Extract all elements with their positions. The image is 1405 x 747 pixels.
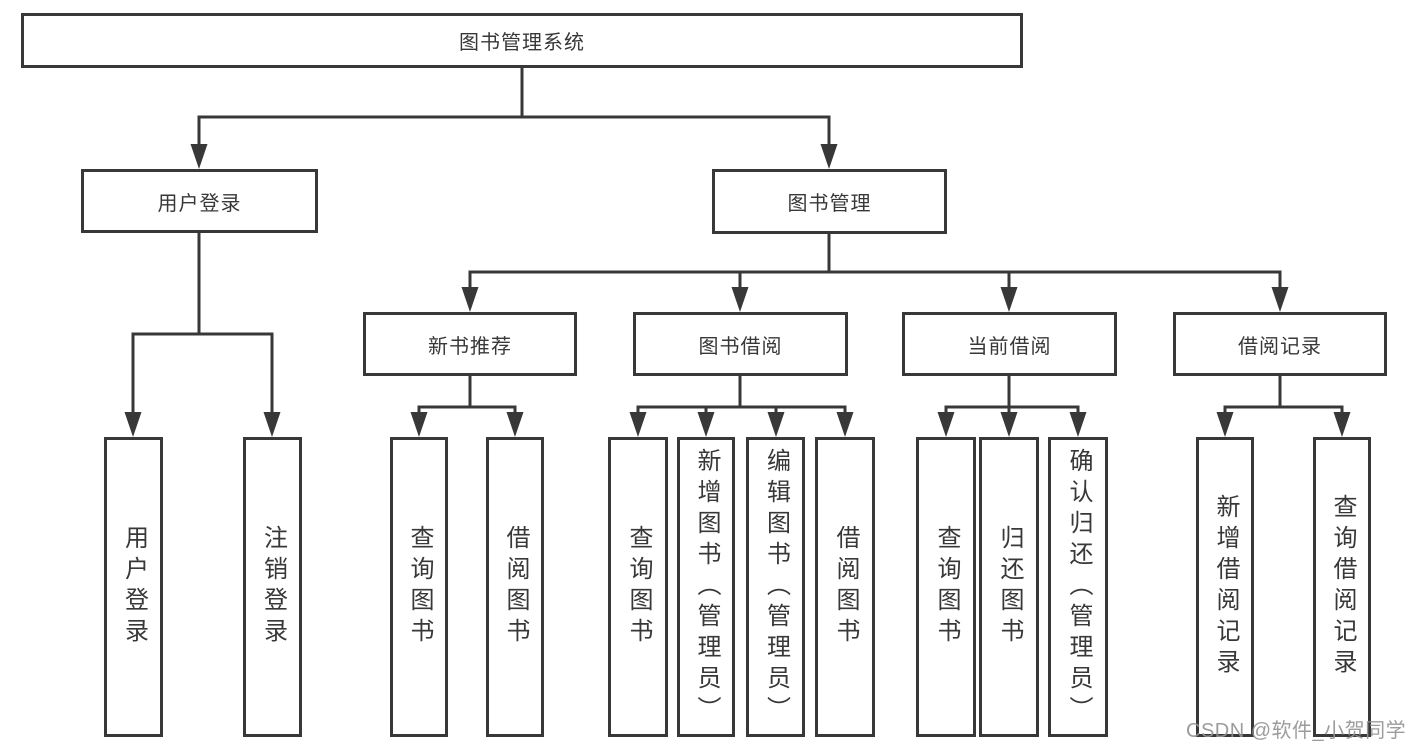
- node-borrow-records: 借阅记录: [1173, 312, 1387, 376]
- arrowhead-g1: [731, 287, 749, 312]
- leaf-add-borrow-record: 新增借阅记录: [1196, 437, 1254, 737]
- leaf-logout-label: 注销登录: [259, 525, 287, 649]
- leaf-return-books-label: 归还图书: [996, 525, 1023, 649]
- leaf-user-login-label: 用户登录: [120, 525, 148, 649]
- leaf-query-books-borrow-label: 查询图书: [625, 525, 652, 649]
- arrowhead-leaf13: [1333, 412, 1351, 437]
- leaf-confirm-return-admin: 确认归还（管理员）: [1048, 437, 1108, 737]
- leaf-logout: 注销登录: [243, 437, 302, 737]
- leaf-borrow-books-label: 借阅图书: [832, 525, 859, 649]
- leaf-query-books-current: 查询图书: [916, 437, 976, 737]
- leaf-query-borrow-record: 查询借阅记录: [1313, 437, 1371, 737]
- arrowhead-g3: [1271, 287, 1289, 312]
- leaf-add-borrow-record-label: 新增借阅记录: [1212, 494, 1239, 680]
- node-book-borrow: 图书借阅: [633, 312, 848, 376]
- node-root-label: 图书管理系统: [459, 32, 585, 54]
- node-new-book-recommend: 新书推荐: [363, 312, 577, 376]
- arrowhead-leaf6: [697, 412, 715, 437]
- arrowhead-leaf11: [1069, 412, 1087, 437]
- leaf-confirm-return-admin-label: 确认归还（管理员）: [1065, 447, 1092, 727]
- leaf-add-books-admin-label: 新增图书（管理员）: [693, 447, 720, 727]
- node-book-borrow-label: 图书借阅: [698, 335, 783, 358]
- node-user-login-branch-label: 用户登录: [157, 192, 242, 215]
- arrowhead-g2: [1000, 287, 1018, 312]
- arrowhead-leaf9: [937, 412, 955, 437]
- leaf-edit-books-admin-label: 编辑图书（管理员）: [762, 447, 790, 727]
- leaf-borrow-books-recommend-label: 借阅图书: [502, 525, 529, 649]
- leaf-user-login: 用户登录: [104, 437, 163, 737]
- arrowhead-g0: [461, 287, 479, 312]
- node-book-management-branch-label: 图书管理: [787, 193, 872, 215]
- arrowhead-user: [190, 144, 208, 169]
- connector-arrowheads: [124, 144, 1351, 437]
- leaf-query-borrow-record-label: 查询借阅记录: [1329, 494, 1356, 680]
- node-new-book-recommend-label: 新书推荐: [428, 335, 512, 358]
- node-book-management-branch: 图书管理: [712, 169, 947, 234]
- arrowhead-leaf4: [506, 412, 524, 437]
- leaf-add-books-admin: 新增图书（管理员）: [677, 437, 735, 737]
- arrowhead-leaf8: [836, 412, 854, 437]
- arrowhead-leaf12: [1216, 412, 1234, 437]
- leaf-return-books: 归还图书: [979, 437, 1039, 737]
- arrowhead-leaf1: [124, 412, 142, 437]
- leaf-query-books-borrow: 查询图书: [608, 437, 668, 737]
- node-root: 图书管理系统: [21, 13, 1023, 68]
- leaf-query-books-current-label: 查询图书: [933, 525, 960, 649]
- node-current-borrow-label: 当前借阅: [967, 335, 1052, 358]
- arrowhead-leaf5: [629, 412, 647, 437]
- leaf-borrow-books: 借阅图书: [815, 437, 875, 737]
- arrowhead-leaf3: [410, 412, 428, 437]
- leaf-query-books-recommend-label: 查询图书: [406, 525, 433, 649]
- leaf-borrow-books-recommend: 借阅图书: [486, 437, 544, 737]
- node-borrow-records-label: 借阅记录: [1238, 335, 1322, 358]
- arrowhead-leaf10: [1000, 412, 1018, 437]
- leaf-edit-books-admin: 编辑图书（管理员）: [746, 437, 805, 737]
- watermark: CSDN @软件_小贺同学: [1186, 720, 1405, 742]
- arrowhead-leaf7: [767, 412, 785, 437]
- node-current-borrow: 当前借阅: [902, 312, 1117, 376]
- node-user-login-branch: 用户登录: [81, 169, 318, 233]
- arrowhead-leaf2: [263, 412, 281, 437]
- arrowhead-book: [820, 144, 838, 169]
- leaf-query-books-recommend: 查询图书: [390, 437, 448, 737]
